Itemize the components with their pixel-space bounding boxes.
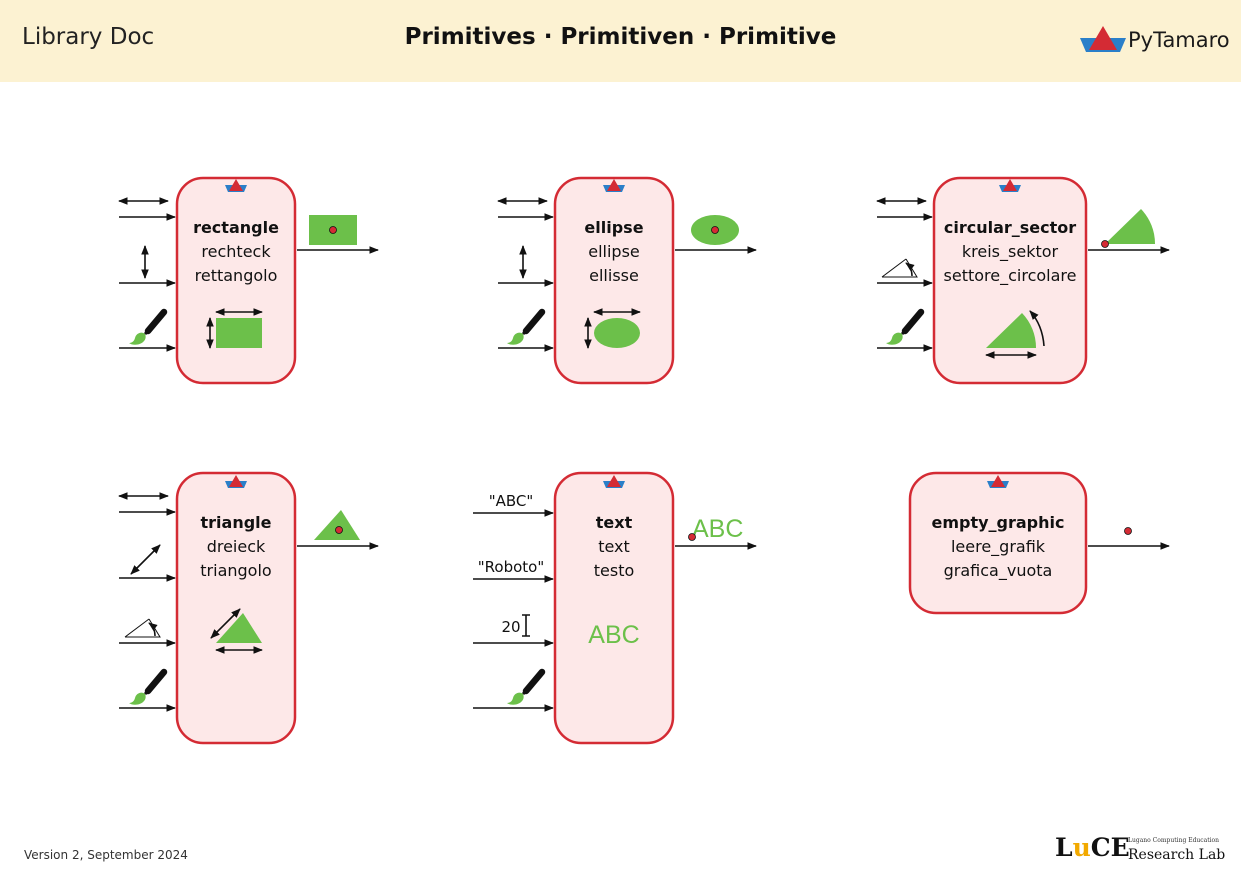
output-triangle bbox=[314, 510, 360, 540]
function-name: triangle bbox=[201, 513, 272, 532]
function-name-it: triangolo bbox=[200, 561, 271, 580]
rectangle-illustration bbox=[216, 318, 262, 348]
angle-icon bbox=[882, 259, 917, 277]
content-input-label: "ABC" bbox=[489, 492, 534, 510]
pytamaro-logo-icon bbox=[1080, 26, 1126, 52]
ellipse-illustration bbox=[594, 318, 640, 348]
function-name-de: dreieck bbox=[207, 537, 266, 556]
pin-dot bbox=[711, 226, 719, 234]
primitive-text: text text testo "ABC" "Roboto" 20 ABC AB… bbox=[473, 471, 757, 745]
function-name-it: settore_circolare bbox=[944, 266, 1077, 286]
function-name-it: ellisse bbox=[589, 266, 639, 285]
lab-full-name: Lugano Computing Education bbox=[1128, 837, 1220, 844]
angle-arc-icon bbox=[1029, 310, 1045, 347]
text-illustration: ABC bbox=[588, 621, 639, 649]
function-name-it: testo bbox=[594, 561, 635, 580]
page-title: Primitives · Primitiven · Primitive bbox=[404, 24, 837, 50]
primitive-ellipse: ellipse ellipse ellisse bbox=[497, 176, 757, 385]
function-name-it: grafica_vuota bbox=[944, 561, 1053, 581]
function-name-de: ellipse bbox=[588, 242, 640, 261]
function-box bbox=[553, 471, 675, 745]
pin-dot bbox=[688, 533, 696, 541]
side-length-icon bbox=[130, 544, 161, 575]
luce-wordmark: LuCE bbox=[1055, 833, 1130, 862]
function-name-de: text bbox=[598, 537, 630, 556]
paintbrush-icon bbox=[886, 312, 921, 345]
pytamaro-logo: PyTamaro bbox=[1080, 26, 1230, 60]
header: Library Doc Primitives · Primitiven · Pr… bbox=[0, 0, 1241, 82]
size-input-label: 20 bbox=[501, 618, 520, 636]
lab-name: Research Lab bbox=[1128, 847, 1226, 863]
logo-text: PyTamaro bbox=[1128, 28, 1230, 52]
doc-type-label: Library Doc bbox=[22, 24, 155, 50]
function-box bbox=[932, 176, 1088, 385]
side-length-icon bbox=[210, 608, 241, 639]
output-text: ABC bbox=[692, 515, 743, 543]
angle-icon bbox=[125, 619, 160, 637]
pin-dot bbox=[1101, 240, 1109, 248]
function-box bbox=[175, 471, 297, 745]
primitive-rectangle: rectangle rechteck rettangolo bbox=[118, 176, 379, 385]
sector-illustration bbox=[986, 313, 1037, 348]
function-name: empty_graphic bbox=[931, 513, 1064, 532]
function-name-de: kreis_sektor bbox=[962, 242, 1059, 262]
output-sector bbox=[1105, 209, 1156, 244]
paintbrush-icon bbox=[507, 672, 542, 705]
font-input-label: "Roboto" bbox=[478, 558, 544, 576]
function-name: rectangle bbox=[193, 218, 279, 237]
primitive-triangle: triangle dreieck triangolo bbox=[118, 471, 379, 745]
pin-dot bbox=[1124, 527, 1132, 535]
function-box bbox=[908, 471, 1088, 615]
primitive-circular-sector: circular_sector kreis_sektor settore_cir… bbox=[876, 176, 1170, 385]
function-name: ellipse bbox=[584, 218, 643, 237]
function-name: text bbox=[596, 513, 633, 532]
primitive-empty-graphic: empty_graphic leere_grafik grafica_vuota bbox=[908, 471, 1170, 615]
paintbrush-icon bbox=[129, 672, 164, 705]
pin-dot bbox=[329, 226, 337, 234]
pin-dot bbox=[335, 526, 343, 534]
function-name: circular_sector bbox=[944, 218, 1076, 237]
luce-logo: LuCE Lugano Computing Education Research… bbox=[1055, 833, 1225, 869]
function-name-it: rettangolo bbox=[195, 266, 278, 285]
version-label: Version 2, September 2024 bbox=[24, 848, 188, 862]
size-icon bbox=[522, 614, 530, 637]
function-name-de: leere_grafik bbox=[951, 537, 1046, 557]
paintbrush-icon bbox=[507, 312, 542, 345]
function-name-de: rechteck bbox=[201, 242, 271, 261]
paintbrush-icon bbox=[129, 312, 164, 345]
